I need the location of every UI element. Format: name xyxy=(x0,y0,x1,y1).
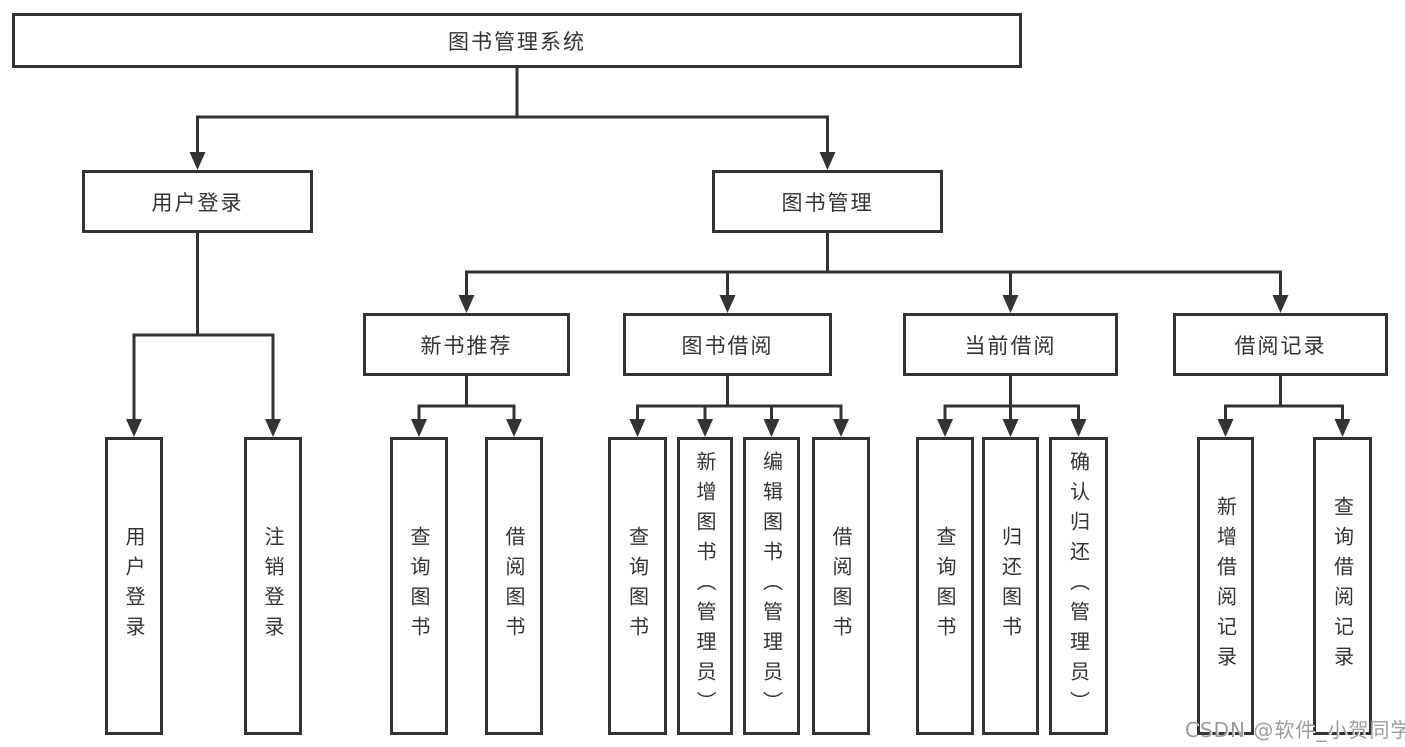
node-label-book-borrow: 图书借阅 xyxy=(681,333,774,358)
node-leaf-cb-confirm: 确认归还（管理员） xyxy=(1049,437,1108,735)
node-label-new-book-recommend: 新书推荐 xyxy=(420,333,513,358)
arrowhead-icon xyxy=(126,419,142,437)
arrowhead-icon xyxy=(1002,419,1019,437)
node-label-leaf-nb-query: 查询图书 xyxy=(407,526,431,646)
arrowhead-icon xyxy=(1272,295,1289,313)
arrowhead-icon xyxy=(697,419,713,437)
node-user-login: 用户登录 xyxy=(82,170,313,233)
node-label-leaf-bb-borrow: 借阅图书 xyxy=(829,526,853,646)
node-current-borrow: 当前借阅 xyxy=(903,313,1118,376)
node-label-borrow-records: 借阅记录 xyxy=(1234,333,1327,358)
arrowhead-icon xyxy=(937,419,953,437)
arrowhead-icon xyxy=(189,152,206,170)
node-leaf-bb-add: 新增图书（管理员） xyxy=(677,437,733,735)
node-label-root: 图书管理系统 xyxy=(448,29,586,54)
node-label-leaf-bb-edit: 编辑图书（管理员） xyxy=(759,451,784,721)
node-label-user-login: 用户登录 xyxy=(151,190,244,215)
arrowhead-icon xyxy=(763,419,780,437)
node-label-leaf-br-add: 新增借阅记录 xyxy=(1213,496,1238,676)
arrowhead-icon xyxy=(265,419,281,437)
node-leaf-bb-query: 查询图书 xyxy=(608,437,667,735)
node-leaf-user-login: 用户登录 xyxy=(105,437,163,735)
arrowhead-icon xyxy=(506,419,522,437)
node-borrow-records: 借阅记录 xyxy=(1173,313,1388,376)
node-label-leaf-cb-query: 查询图书 xyxy=(933,526,957,646)
arrowhead-icon xyxy=(411,419,427,437)
watermark: CSDN @软件_小贺同学 xyxy=(1185,718,1405,742)
node-label-current-borrow: 当前借阅 xyxy=(964,333,1057,358)
node-label-leaf-br-query: 查询借阅记录 xyxy=(1330,496,1355,676)
arrowhead-icon xyxy=(1217,419,1234,437)
node-leaf-bb-edit: 编辑图书（管理员） xyxy=(743,437,800,735)
arrowhead-icon xyxy=(833,419,849,437)
node-book-borrow: 图书借阅 xyxy=(623,313,832,376)
arrowhead-icon xyxy=(1070,419,1087,437)
node-leaf-bb-borrow: 借阅图书 xyxy=(812,437,870,735)
arrowhead-icon xyxy=(629,419,646,437)
arrowhead-icon xyxy=(1334,419,1351,437)
arrowhead-icon xyxy=(819,152,836,170)
arrowhead-icon xyxy=(458,295,475,313)
node-leaf-nb-query: 查询图书 xyxy=(390,437,448,735)
node-label-leaf-bb-add: 新增图书（管理员） xyxy=(693,451,717,721)
arrowhead-icon xyxy=(1002,295,1019,313)
node-label-leaf-cb-return: 归还图书 xyxy=(998,526,1023,646)
node-leaf-cb-query: 查询图书 xyxy=(916,437,974,735)
node-leaf-br-query: 查询借阅记录 xyxy=(1313,437,1372,735)
node-leaf-cb-return: 归还图书 xyxy=(982,437,1039,735)
node-label-leaf-user-login: 用户登录 xyxy=(122,526,146,646)
node-leaf-logout: 注销登录 xyxy=(244,437,302,735)
arrowhead-icon xyxy=(719,295,736,313)
node-label-leaf-bb-query: 查询图书 xyxy=(625,526,650,646)
node-label-leaf-nb-borrow: 借阅图书 xyxy=(502,526,526,646)
node-leaf-nb-borrow: 借阅图书 xyxy=(485,437,543,735)
node-label-leaf-logout: 注销登录 xyxy=(261,526,285,646)
node-root: 图书管理系统 xyxy=(12,13,1022,68)
node-new-book-recommend: 新书推荐 xyxy=(363,313,570,376)
node-label-book-management: 图书管理 xyxy=(781,190,874,215)
node-book-management: 图书管理 xyxy=(712,170,943,233)
node-leaf-br-add: 新增借阅记录 xyxy=(1197,437,1254,735)
node-label-leaf-cb-confirm: 确认归还（管理员） xyxy=(1066,451,1091,721)
